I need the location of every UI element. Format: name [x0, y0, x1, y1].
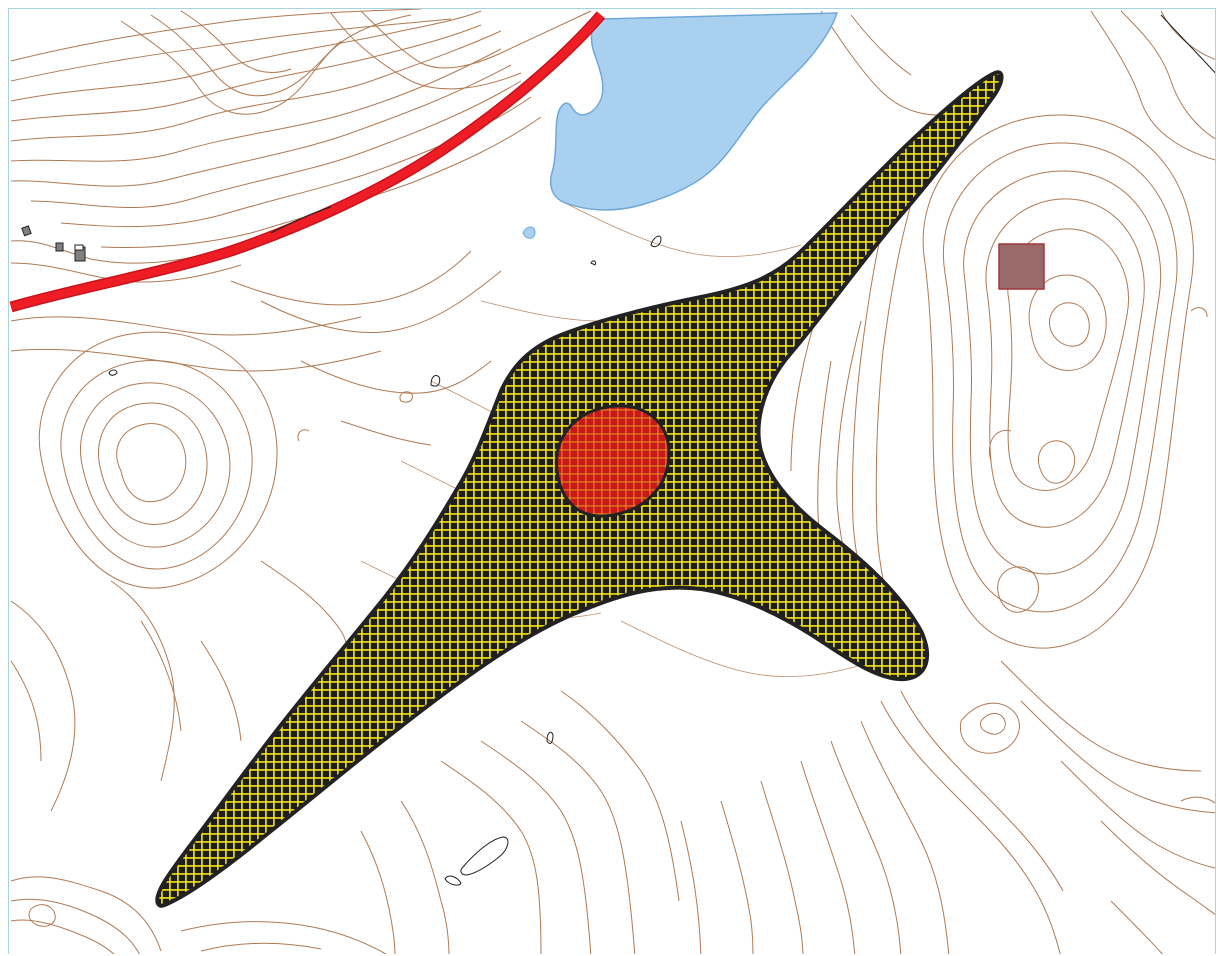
map-canvas[interactable]: [8, 8, 1216, 954]
buildings: [21, 225, 86, 262]
square-marker[interactable]: [998, 243, 1045, 290]
lake: [522, 12, 839, 239]
main-road: [9, 11, 1215, 313]
small-features: [108, 235, 662, 886]
map-frame[interactable]: [8, 8, 1216, 954]
core-zone[interactable]: [555, 404, 671, 518]
